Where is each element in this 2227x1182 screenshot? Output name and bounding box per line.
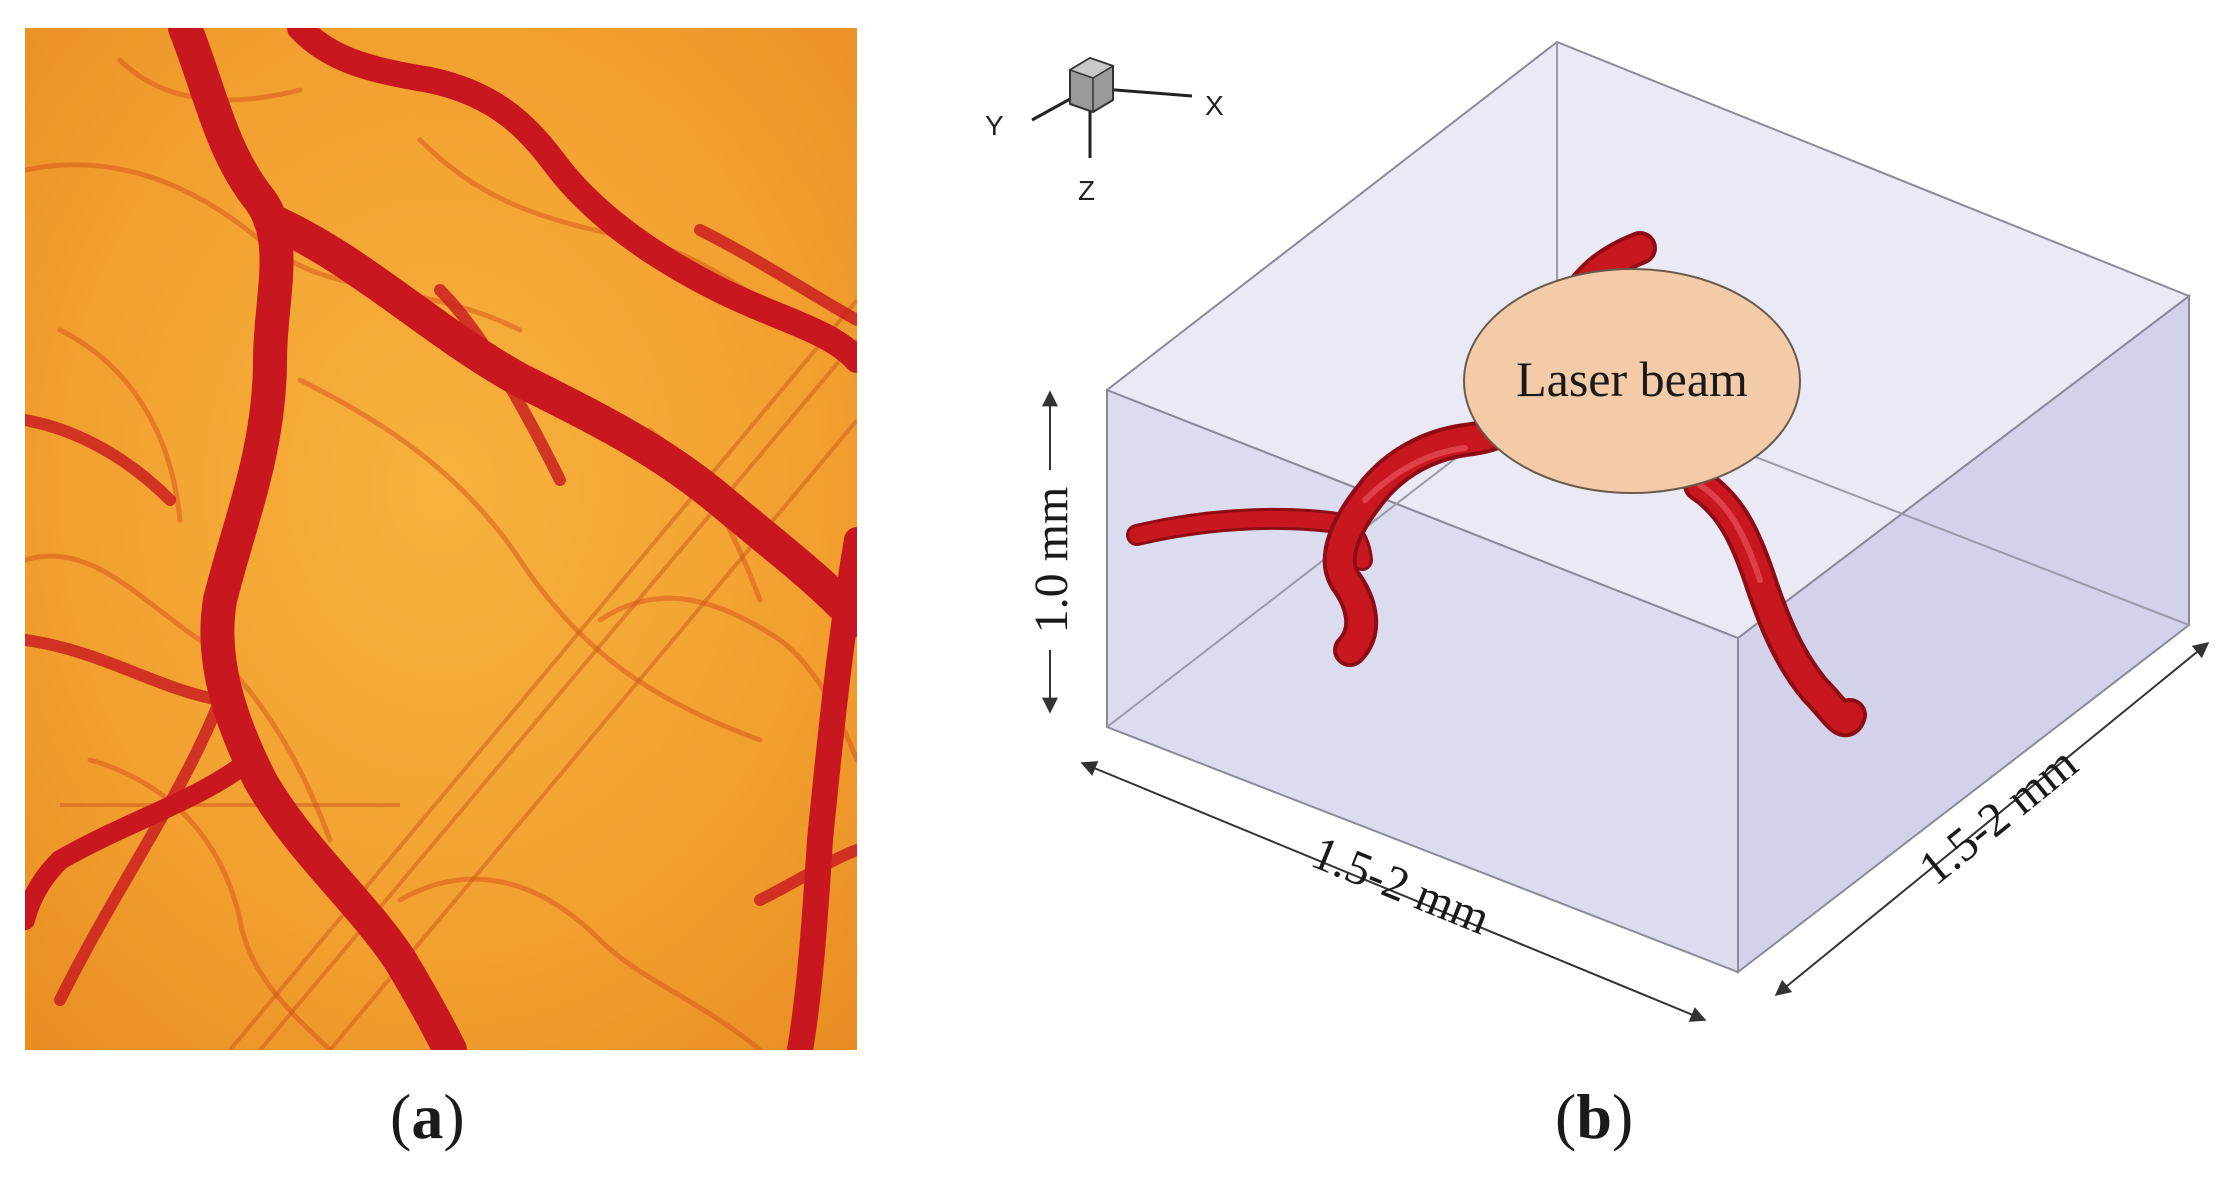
axes-triad: X Y Z [985,56,1224,206]
axis-x-label: X [1205,90,1224,121]
panel-a-letter: a [411,1081,444,1152]
tissue-box [1104,40,2192,975]
panel-b-letter: b [1576,1081,1612,1152]
laser-beam: Laser beam [1463,268,1801,494]
vessel-photo [25,28,857,1050]
height-label: 1.0 mm [1025,487,1078,634]
laser-beam-label: Laser beam [1516,351,1748,407]
panel-b-label: (b) [1555,1081,1634,1152]
axis-z-label: Z [1078,175,1095,206]
panel-a-label: (a) [390,1081,465,1152]
axis-y-label: Y [985,110,1004,141]
height-dimension: 1.0 mm [1025,390,1078,714]
